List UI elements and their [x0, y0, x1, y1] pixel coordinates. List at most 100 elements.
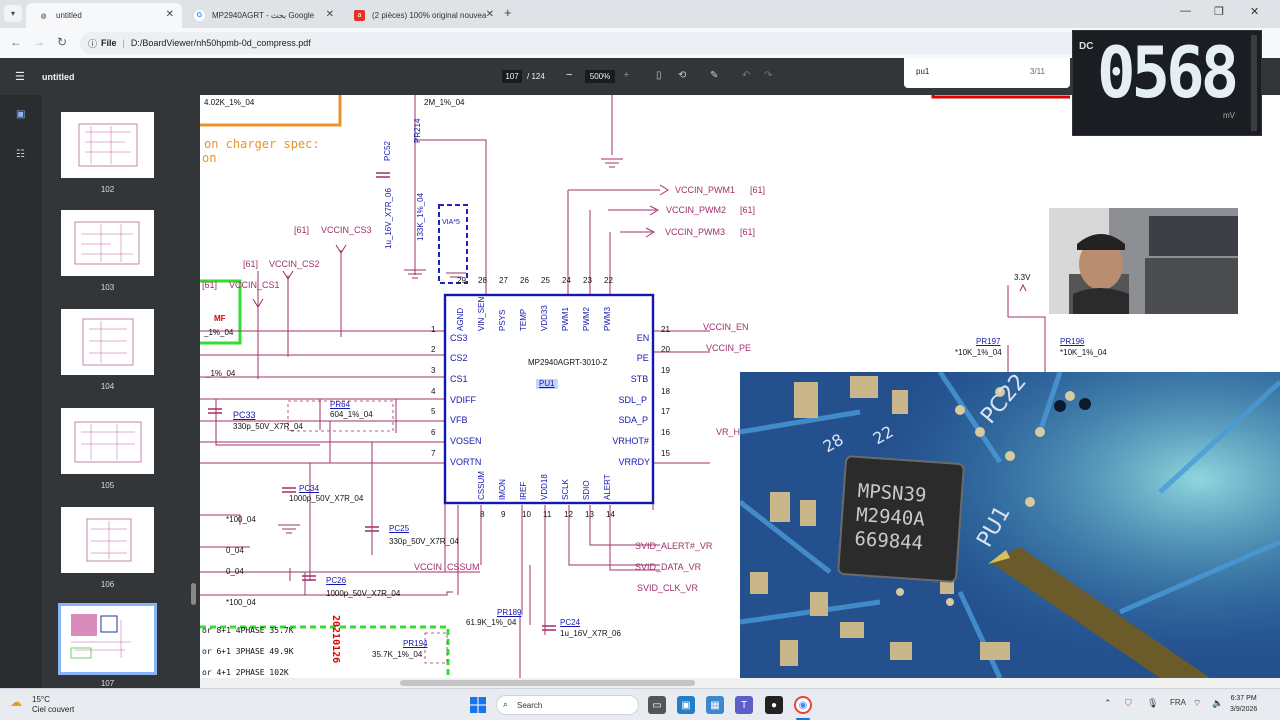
annotate-icon[interactable]: ✎	[710, 70, 719, 81]
ic-pin-number: 19	[661, 366, 670, 375]
thumbnail-label: 102	[100, 185, 115, 194]
component-value: 61.9K_1%_04	[466, 618, 517, 627]
component-value: 330p_50V_X7R_04	[233, 422, 303, 431]
note-text: or 4+1 2PHASE 102K	[202, 668, 289, 677]
outline-icon[interactable]: ☷	[16, 149, 25, 160]
close-icon[interactable]: ✕	[165, 9, 174, 20]
tab-search-button[interactable]: ▾	[4, 5, 22, 22]
scroll-thumb[interactable]	[400, 680, 695, 686]
chip-marking-3: 669844	[854, 528, 924, 555]
close-window-icon[interactable]: ✕	[1250, 6, 1260, 18]
sidebar-rail: ▣ ☷	[0, 95, 42, 688]
new-tab-button[interactable]: +	[504, 5, 512, 20]
note-text: 20210126	[330, 615, 341, 664]
ic-pin-number: 4	[431, 387, 436, 396]
find-query[interactable]: pu1	[916, 67, 930, 76]
ic-pin-name: SCLK	[561, 479, 570, 500]
net-label: VR_H	[716, 427, 741, 437]
ic-pin-name: SDA_P	[618, 415, 649, 425]
tab-google-search[interactable]: G MP2940AGRT - بحث Google ✕	[182, 3, 342, 28]
back-icon[interactable]: ←	[10, 35, 22, 49]
ic-pin-number: 9	[501, 510, 506, 519]
green-frame	[200, 279, 242, 345]
sidebar-scrollbar[interactable]	[191, 583, 196, 605]
language-indicator[interactable]: FRA	[1170, 698, 1186, 707]
net-label: SVID_ALERT#_VR	[635, 541, 713, 551]
ic-pin-name: SDL_P	[618, 395, 648, 405]
wifi-icon[interactable]: ⌔	[1193, 698, 1202, 708]
page-thumbnail-selected[interactable]: 107	[58, 603, 157, 688]
ic-pin-name: SDIO	[582, 480, 591, 500]
component-ref: PC33	[233, 410, 256, 420]
schematic-drawing	[200, 95, 1070, 678]
rotate-icon[interactable]: ⟲	[678, 70, 687, 81]
note-text: on	[202, 151, 217, 165]
pr64-box	[287, 400, 394, 432]
divider: |	[122, 38, 125, 48]
close-icon[interactable]: ✕	[485, 9, 494, 20]
net-arrows	[252, 184, 669, 308]
monitor-app-icon[interactable]: ▣	[677, 696, 695, 714]
page-thumbnail[interactable]: 103	[61, 210, 154, 292]
address-bar[interactable]: ⓘ File | D:/BoardViewer/nh50hpmb-0d_comp…	[80, 32, 1230, 54]
component-ref: PR196	[1060, 337, 1085, 346]
thumbnail-schematic	[70, 614, 131, 659]
chevron-up-icon[interactable]: ⌃	[1104, 698, 1112, 708]
page-thumbnail[interactable]: 102	[61, 112, 154, 194]
security-icon[interactable]: ⛉	[1125, 698, 1132, 708]
component-value: *10K_1%_04	[955, 348, 1002, 357]
thumbnail-schematic	[78, 123, 138, 167]
forward-icon[interactable]: →	[33, 35, 45, 49]
windows-start-icon[interactable]	[470, 697, 486, 713]
zoom-input[interactable]: 500%	[585, 70, 615, 83]
chrome-app-icon[interactable]: ◉	[794, 696, 812, 714]
volume-icon[interactable]: 🔈	[1212, 698, 1224, 708]
horizontal-scrollbar[interactable]	[200, 678, 1280, 688]
fit-page-icon[interactable]: ▯	[656, 70, 662, 81]
ic-pin-number: 8	[480, 510, 485, 519]
find-bar[interactable]: pu1 3/11	[904, 58, 1070, 88]
teams-app-icon[interactable]: T	[735, 696, 753, 714]
ic-pin-name: VRRDY	[618, 457, 651, 467]
thumbnail-label: 104	[100, 382, 115, 391]
ic-pin-name: PE	[636, 353, 649, 363]
component-value: 133K_1%_04	[416, 192, 425, 241]
page-thumbnail[interactable]: 104	[61, 309, 154, 391]
minimize-icon[interactable]: —	[1180, 5, 1191, 17]
zoom-out-button[interactable]: −	[566, 69, 573, 81]
microphone-icon[interactable]: 🎙	[1147, 698, 1159, 708]
net-ref: [61]	[740, 227, 756, 237]
find-count: 3/11	[1030, 67, 1045, 76]
ic-pin-name: CS1	[450, 374, 468, 384]
taskbar-search[interactable]: ⌕ Search	[496, 695, 639, 715]
close-icon[interactable]: ✕	[325, 9, 334, 20]
system-clock[interactable]: 6:37 PM 3/9/2026	[1230, 693, 1257, 715]
tab-untitled[interactable]: ◍ untitled ✕	[26, 3, 182, 28]
note-text: MF	[214, 314, 226, 323]
photos-app-icon[interactable]: ▦	[706, 696, 724, 714]
page-thumbnail[interactable]: 105	[61, 408, 154, 490]
ground-symbols	[278, 158, 623, 534]
ic-pin-number: 27	[499, 276, 508, 285]
net-label: SVID_CLK_VR	[637, 583, 699, 593]
reload-icon[interactable]: ↻	[57, 35, 68, 49]
thumbnails-icon[interactable]: ▣	[16, 109, 26, 120]
page-number-input[interactable]: 107	[502, 70, 522, 83]
ic-pin-name: PWM2	[582, 307, 591, 331]
undo-icon[interactable]: ↶	[742, 70, 751, 81]
component-ref: PR64	[330, 400, 351, 409]
redo-icon[interactable]: ↷	[764, 70, 773, 81]
component-value: 2M_1%_04	[424, 98, 465, 107]
page-thumbnail[interactable]: 106	[61, 507, 154, 589]
ic-pin-name: EN	[636, 333, 650, 343]
task-view-icon[interactable]: ▭	[648, 696, 666, 714]
net-label: VCCIN_PE	[706, 343, 752, 353]
recorder-app-icon[interactable]: ●	[765, 696, 783, 714]
orange-frame	[200, 95, 342, 127]
menu-icon[interactable]: ☰	[15, 71, 25, 83]
maximize-icon[interactable]: ❐	[1214, 6, 1224, 18]
power-arrow	[1019, 283, 1027, 292]
tab-aliexpress[interactable]: a (2 pièces) 100% original nouvea ✕	[342, 3, 502, 28]
zoom-in-button[interactable]: +	[623, 69, 630, 81]
component-value: *100_04	[226, 598, 256, 607]
